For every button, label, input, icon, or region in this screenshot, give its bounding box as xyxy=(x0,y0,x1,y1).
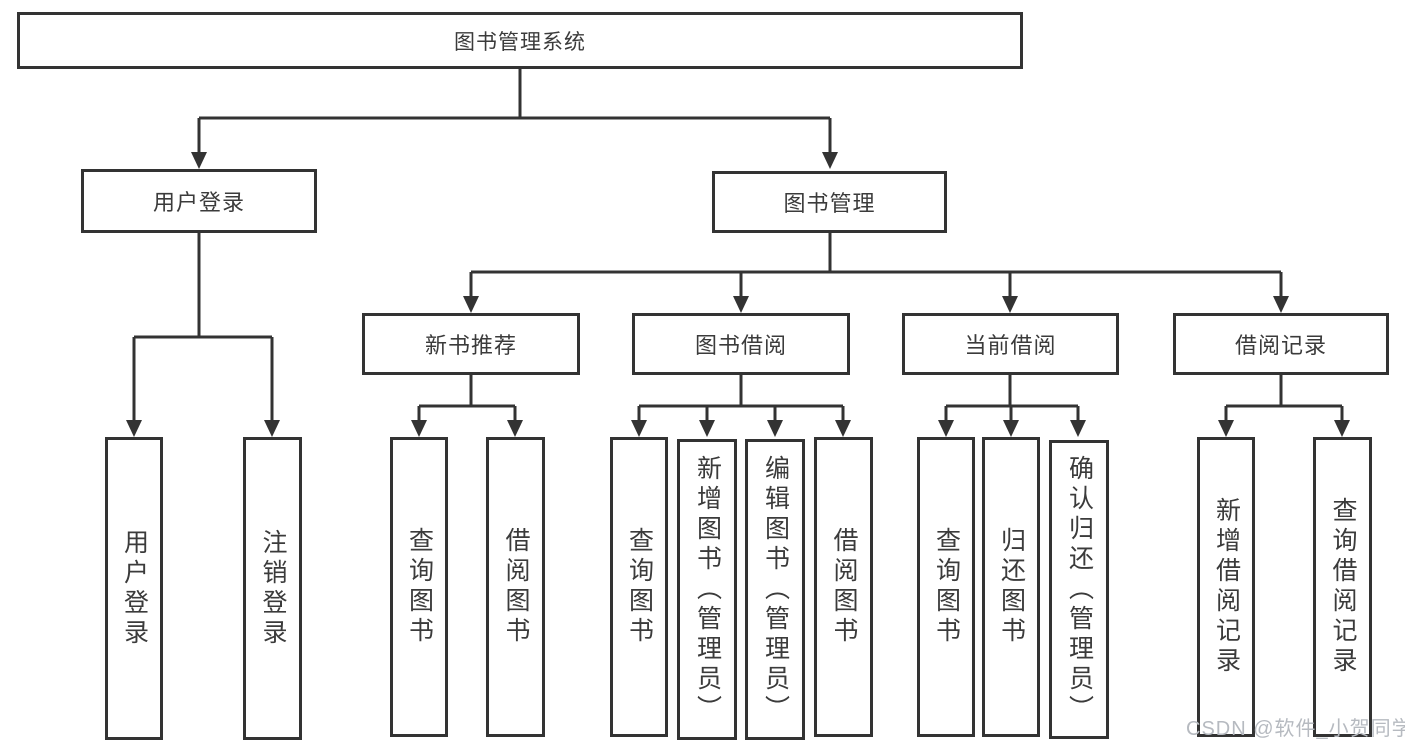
leaf-query-book-borrow-label: 查询图书 xyxy=(625,527,654,647)
node-current-borrow-label: 当前借阅 xyxy=(964,333,1057,358)
node-book-management-branch-label: 图书管理 xyxy=(783,191,876,216)
leaf-edit-book-admin: 编辑图书（管理员） xyxy=(745,439,805,740)
node-new-book-recommend-label: 新书推荐 xyxy=(424,333,517,358)
node-borrow-records: 借阅记录 xyxy=(1173,313,1389,375)
leaf-add-borrow-record-label: 新增借阅记录 xyxy=(1212,497,1241,677)
node-current-borrow: 当前借阅 xyxy=(902,313,1119,375)
node-new-book-recommend: 新书推荐 xyxy=(362,313,580,375)
node-user-login-branch: 用户登录 xyxy=(81,169,317,233)
csdn-watermark: CSDN @软件_小贺同学 xyxy=(1186,718,1405,740)
node-book-management-branch: 图书管理 xyxy=(712,171,947,233)
leaf-query-book-borrow: 查询图书 xyxy=(610,437,668,737)
leaf-add-book-admin-label: 新增图书（管理员） xyxy=(693,454,722,725)
leaf-return-book-label: 归还图书 xyxy=(997,527,1026,647)
leaf-query-book-recommend-label: 查询图书 xyxy=(405,527,434,647)
leaf-add-book-admin: 新增图书（管理员） xyxy=(677,439,737,740)
leaf-borrow-book-label: 借阅图书 xyxy=(830,527,858,647)
node-root-label: 图书管理系统 xyxy=(454,30,586,54)
leaf-borrow-book: 借阅图书 xyxy=(814,437,873,737)
arrowheads xyxy=(126,152,1350,437)
leaf-logout-label: 注销登录 xyxy=(259,528,287,649)
node-book-borrow: 图书借阅 xyxy=(632,313,850,375)
leaf-logout: 注销登录 xyxy=(243,437,302,740)
leaf-add-borrow-record: 新增借阅记录 xyxy=(1197,437,1255,737)
leaf-user-login: 用户登录 xyxy=(105,437,163,740)
leaf-query-book-current-label: 查询图书 xyxy=(932,527,961,647)
leaf-confirm-return-admin-label: 确认归还（管理员） xyxy=(1065,454,1094,725)
leaf-query-borrow-record: 查询借阅记录 xyxy=(1313,437,1372,737)
leaf-query-borrow-record-label: 查询借阅记录 xyxy=(1329,497,1357,677)
leaf-return-book: 归还图书 xyxy=(982,437,1040,737)
leaf-borrow-book-recommend: 借阅图书 xyxy=(486,437,545,737)
node-user-login-branch-label: 用户登录 xyxy=(152,190,245,215)
leaf-edit-book-admin-label: 编辑图书（管理员） xyxy=(761,454,790,725)
leaf-query-book-recommend: 查询图书 xyxy=(390,437,448,737)
node-borrow-records-label: 借阅记录 xyxy=(1234,333,1327,358)
node-root: 图书管理系统 xyxy=(17,12,1023,69)
leaf-user-login-label: 用户登录 xyxy=(120,528,149,649)
leaf-borrow-book-recommend-label: 借阅图书 xyxy=(502,527,530,647)
leaf-query-book-current: 查询图书 xyxy=(917,437,975,737)
leaf-confirm-return-admin: 确认归还（管理员） xyxy=(1049,440,1109,739)
node-book-borrow-label: 图书借阅 xyxy=(694,333,787,358)
